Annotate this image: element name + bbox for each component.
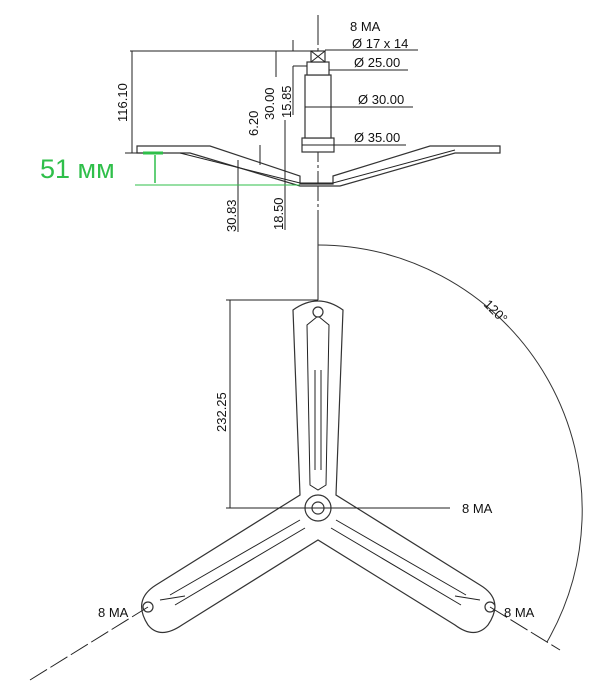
- dim-18-50: 18.50: [271, 197, 286, 230]
- label-thread: 8 MA: [350, 19, 381, 34]
- dim-116-10: 116.10: [115, 83, 130, 122]
- label-angle: 120°: [481, 297, 511, 327]
- label-d25: Ø 25.00: [354, 55, 400, 70]
- label-center-hole: 8 MA: [462, 501, 493, 516]
- dim-232-25: 232.25: [214, 392, 229, 432]
- dim-30-00: 30.00: [262, 87, 277, 120]
- label-d30: Ø 30.00: [358, 92, 404, 107]
- shaft-d25: [306, 61, 330, 76]
- label-d17: Ø 17 x 14: [352, 36, 408, 51]
- dim-6-20: 6.20: [246, 111, 261, 136]
- top-hole: [312, 306, 324, 318]
- annotation-51mm: 51 мм: [40, 154, 115, 184]
- label-d35: Ø 35.00: [354, 130, 400, 145]
- dim-30-83: 30.83: [224, 199, 239, 232]
- plate-side-view: [136, 145, 501, 187]
- dimension-lines: [125, 40, 418, 232]
- label-right-hole: 8 MA: [504, 605, 535, 620]
- dim-15-85: 15.85: [279, 85, 294, 118]
- angle-arc: [317, 244, 583, 643]
- spider-arms: [141, 300, 496, 634]
- label-left-hole: 8 MA: [98, 605, 129, 620]
